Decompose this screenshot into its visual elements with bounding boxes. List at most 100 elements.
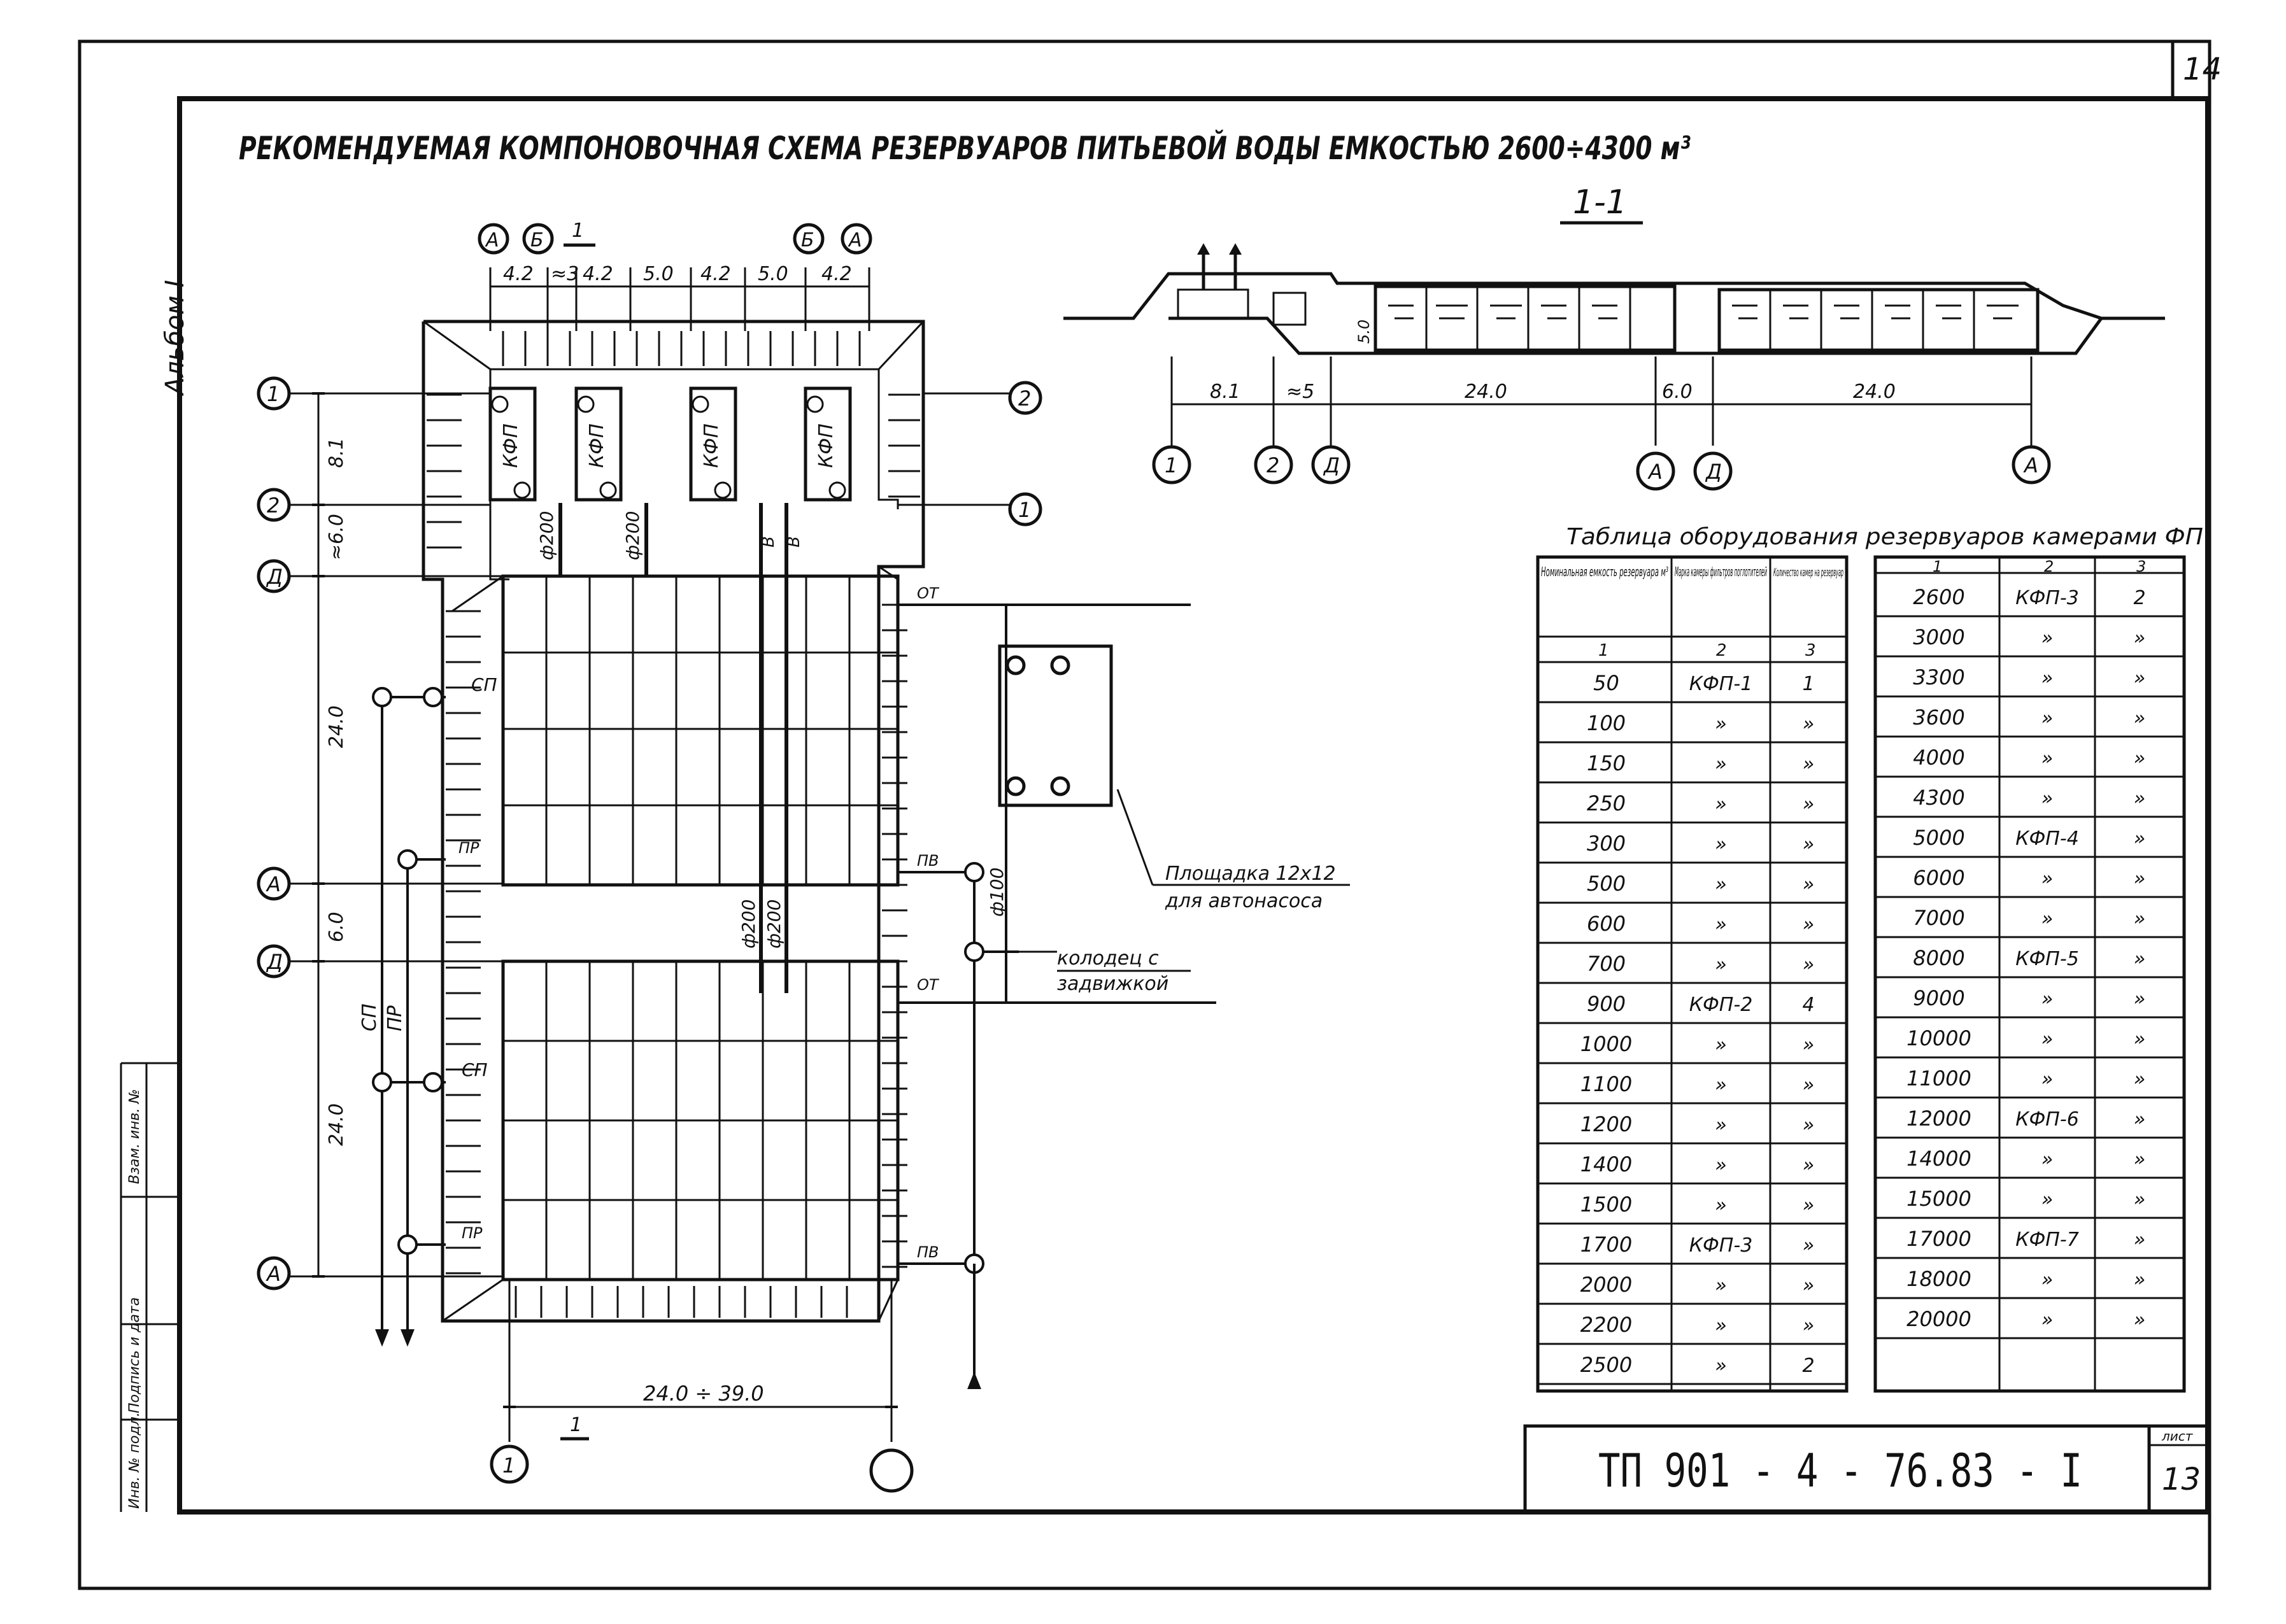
table-right-cell: 14000 [1906,1147,1971,1171]
header-num-r1: 1 [1933,558,1942,575]
table-left-cell: 1200 [1580,1112,1632,1136]
pipe-tag-b1: В [759,536,778,547]
table-right-cell: 11000 [1906,1066,1971,1091]
table-left-cell: » [1803,833,1815,856]
table-row: 6000»» [1913,866,2145,890]
table-right-cell: » [2134,908,2146,930]
section-axis-bubbles: 1 2 Д А Д А [1152,445,2051,491]
axis-grid-left: 1 2 Д А Д А 8.1 ≈6.0 24.0 6.0 24.0 [257,376,503,1290]
section-mark-top: 1 [572,220,584,242]
table-right-cell: » [2041,787,2054,810]
chamber-label-3: КФП [700,423,723,468]
header-count: Количество камер на резервуар [1773,566,1843,579]
table-left-cell: » [1715,1274,1727,1297]
table-row: 14000»» [1906,1147,2145,1171]
stamp-code: ТП 901 - 4 - 76.83 - I [1598,1444,2082,1497]
table-right-cell: 3000 [1913,625,1964,649]
tag-pr-2: ПР [462,1224,483,1242]
header-brand: Марка камеры фильтров поглотителей [1675,564,1767,579]
table-right-cell: КФП-5 [2015,948,2079,970]
utility-lines-right [898,604,1216,1389]
dim-left-2: ≈6.0 [325,514,348,560]
section-axis-6: А [2023,453,2038,477]
table-right-cell: » [2134,1189,2146,1211]
table-left-cell: » [1803,1315,1815,1337]
table-left-cell: 150 [1587,751,1626,775]
dim-top-5: 4.2 [700,263,731,285]
tag-pr-1: ПР [458,839,479,857]
table-row: 1500»» [1580,1192,1814,1217]
header-num-r2: 2 [2044,558,2054,575]
axis-bottom-1: 1 [502,1453,515,1478]
table-right-cell: » [2134,1309,2146,1331]
top-dimension-chain: 4.2 ≈3 4.2 5.0 4.2 5.0 4.2 [489,263,870,331]
pipe-label-3: ф200 [738,900,759,949]
table-left-cell: 300 [1587,831,1626,856]
table-right-cell: 7000 [1913,906,1964,930]
slope-hatching [427,331,920,1318]
table-left-cell: 2500 [1580,1353,1632,1377]
table-right-cell: » [2134,1068,2146,1091]
table-right-cell: » [2041,1189,2054,1211]
table-right-cell: » [2041,868,2054,890]
fire-truck-platform: Площадка 12x12 для автонасоса [998,644,1350,912]
side-label: Альбом I [160,280,190,397]
section-title: 1-1 [1573,183,1627,222]
table-right-cell: » [2041,988,2054,1010]
table-row: 100»» [1587,711,1814,735]
table-left-cell: 1700 [1580,1232,1632,1257]
table-left-cell: » [1803,793,1815,816]
table-left-cell: 2200 [1580,1313,1632,1337]
table-row: 9000 » » [1913,986,2145,1010]
dim-top-6: 5.0 [758,263,788,285]
table-right-cell: » [2041,1309,2054,1331]
table-row: 11000»» [1906,1066,2145,1091]
table-left-cell: » [1715,753,1727,775]
table-left-cell: 500 [1587,872,1626,896]
page-number: 14 [2183,52,2222,87]
table-left-cell: КФП-3 [1689,1234,1753,1257]
table-left-cell: » [1803,1154,1815,1176]
table-right-cell: КФП-7 [2015,1229,2079,1251]
dim-bottom: 24.0 ÷ 39.0 [643,1381,764,1406]
dim-top-2: ≈3 [551,263,579,285]
table-left-cell: 700 [1587,952,1626,976]
utility-lines-left [372,687,446,1347]
table-left-cell: » [1803,873,1815,896]
table-right-cell: » [2134,988,2146,1010]
table-right-cell: 10000 [1906,1026,1971,1050]
tag-pv-1: ПВ [917,852,939,870]
plan-view: КФП КФП КФП КФП ф200 ф200 ф200 ф200 В В … [257,220,1350,1493]
well-sublabel: задвижкой [1057,973,1168,995]
table-row: 10000»» [1906,1026,2145,1050]
table-right-cell: 9000 [1913,986,1964,1010]
table-row: 2000»» [1580,1273,1814,1297]
table-row: 1200»» [1580,1112,1814,1136]
table-right-cell: » [2134,787,2146,810]
table-right-cell: 15000 [1906,1187,1971,1211]
drawing-title: РЕКОМЕНДУЕМАЯ КОМПОНОВОЧНАЯ СХЕМА РЕЗЕРВ… [239,129,1691,167]
chamber-label-4: КФП [815,423,837,468]
table-row: 700»» [1587,952,1814,976]
table-right-cell: » [2134,667,2146,689]
table-right-cell: » [2134,1028,2146,1050]
dim-top-4: 5.0 [643,263,674,285]
header-num-1: 1 [1598,641,1609,660]
table-right-cell: КФП-4 [2015,828,2079,850]
section-dim-4: 6.0 [1662,381,1693,403]
axis-grid-right: 2 1 [898,381,1042,526]
table-row: 3000»» [1913,625,2145,649]
table-left-cell: » [1715,833,1727,856]
table-left-cell: 900 [1587,992,1626,1016]
table-row: 1100»» [1580,1072,1814,1096]
table-left-cell: » [1715,1194,1727,1217]
dim-left-4: 6.0 [325,912,348,942]
strip-label-sign: Подпись и дата [127,1297,143,1413]
